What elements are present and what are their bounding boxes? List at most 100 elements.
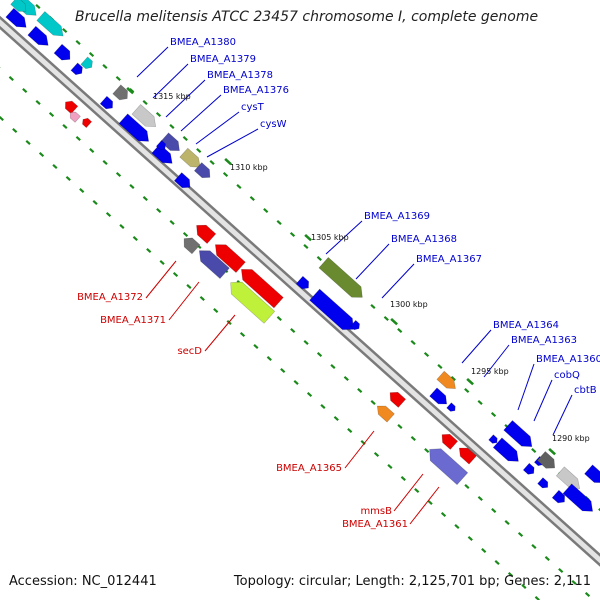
- tick-mark: [347, 427, 353, 433]
- major-tick-mark: [466, 378, 474, 386]
- gene-label: BMEA_A1361: [342, 519, 408, 530]
- tick-mark: [477, 496, 483, 501]
- tick-mark: [303, 244, 309, 249]
- tick-mark: [236, 183, 242, 189]
- tick-mark: [397, 423, 403, 429]
- tick-mark: [35, 100, 41, 105]
- tick-mark: [52, 164, 58, 169]
- gene-arrow: [376, 405, 395, 423]
- tick-mark: [504, 520, 510, 525]
- gene-arrow: [99, 95, 113, 110]
- gene-arrow: [70, 62, 83, 76]
- tick-mark: [75, 136, 81, 141]
- label-leader-line: [325, 220, 363, 255]
- gene-label: cbtB: [574, 385, 597, 396]
- gene-arrow: [151, 143, 173, 164]
- tick-mark: [571, 580, 577, 585]
- tick-mark: [370, 400, 376, 405]
- tick-mark: [12, 128, 18, 133]
- gene-features: [5, 0, 600, 512]
- tick-mark: [464, 484, 470, 489]
- gene-arrow: [65, 100, 79, 115]
- tick-mark: [155, 111, 162, 117]
- tick-mark: [156, 208, 162, 213]
- tick-mark: [424, 448, 430, 453]
- label-leader-line: [517, 363, 535, 411]
- tick-mark: [410, 340, 416, 345]
- gene-arrow: [309, 288, 354, 330]
- tick-mark: [92, 200, 98, 205]
- major-tick-mark: [304, 234, 312, 242]
- tick-mark: [450, 376, 456, 381]
- tick-mark: [373, 452, 380, 457]
- tick-mark: [414, 488, 420, 493]
- tick-mark: [249, 195, 255, 201]
- label-leader-line: [344, 430, 375, 469]
- tick-mark: [75, 40, 81, 45]
- tick-mark: [383, 315, 389, 321]
- gene-arrow: [295, 275, 309, 290]
- accession-label: Accession: NC_012441: [9, 574, 157, 589]
- gene-label: secD: [177, 346, 202, 357]
- genome-title: Brucella melitensis ATCC 23457 chromosom…: [75, 9, 539, 25]
- gene-label: BMEA_A1369: [364, 211, 430, 222]
- tick-mark: [79, 188, 85, 193]
- label-leader-lines: [136, 46, 573, 525]
- tick-mark: [491, 508, 497, 513]
- gene-label: BMEA_A1376: [223, 85, 289, 96]
- gene-label: BMEA_A1360: [536, 354, 600, 365]
- label-leader-line: [461, 329, 492, 364]
- label-leader-line: [533, 379, 553, 422]
- tick-mark: [0, 64, 1, 69]
- gene-arrow: [82, 117, 93, 129]
- tick-mark: [467, 536, 473, 541]
- gene-arrow: [536, 451, 556, 469]
- label-leader-line: [204, 314, 236, 352]
- label-leader-line: [206, 128, 259, 158]
- tick-mark: [65, 176, 71, 181]
- tick-mark: [102, 160, 108, 165]
- gene-labels: BMEA_A1380BMEA_A1379BMEA_A1378BMEA_A1376…: [77, 37, 600, 530]
- tick-mark: [290, 328, 296, 333]
- label-leader-line: [165, 79, 206, 118]
- gene-arrow: [214, 244, 246, 273]
- tick-mark: [427, 500, 433, 505]
- label-leader-line: [409, 486, 440, 525]
- tick-mark: [38, 152, 45, 157]
- gene-arrow: [488, 434, 498, 444]
- gene-arrow: [36, 11, 64, 37]
- gene-arrow: [196, 224, 217, 244]
- gene-arrow: [53, 43, 71, 61]
- tick-mark: [423, 352, 430, 357]
- gene-label: mmsB: [360, 506, 392, 517]
- gene-arrow: [241, 269, 284, 309]
- tick-mark: [316, 351, 323, 357]
- gene-arrow: [27, 25, 49, 46]
- label-leader-line: [180, 94, 222, 132]
- gene-arrow: [318, 257, 363, 298]
- tick-mark: [370, 303, 376, 309]
- tick-mark: [146, 247, 152, 253]
- major-tick-mark: [390, 318, 398, 326]
- tick-mark: [169, 123, 175, 129]
- tick-mark: [213, 307, 219, 313]
- tick-mark: [182, 231, 189, 237]
- tick-mark: [584, 591, 591, 597]
- tick-mark: [531, 448, 537, 453]
- tick-mark: [196, 147, 202, 153]
- tick-mark: [186, 283, 192, 289]
- gene-arrow: [131, 104, 157, 127]
- gene-arrow: [10, 0, 27, 12]
- tick-mark: [266, 356, 272, 361]
- tick-mark: [280, 367, 286, 373]
- tick-mark: [0, 116, 4, 121]
- tick-mark: [598, 508, 600, 513]
- label-leader-line: [381, 263, 415, 299]
- gene-label: BMEA_A1379: [190, 54, 256, 65]
- tick-mark: [48, 112, 55, 117]
- chromosome-backbone: [0, 15, 600, 567]
- gene-label: BMEA_A1367: [416, 254, 482, 265]
